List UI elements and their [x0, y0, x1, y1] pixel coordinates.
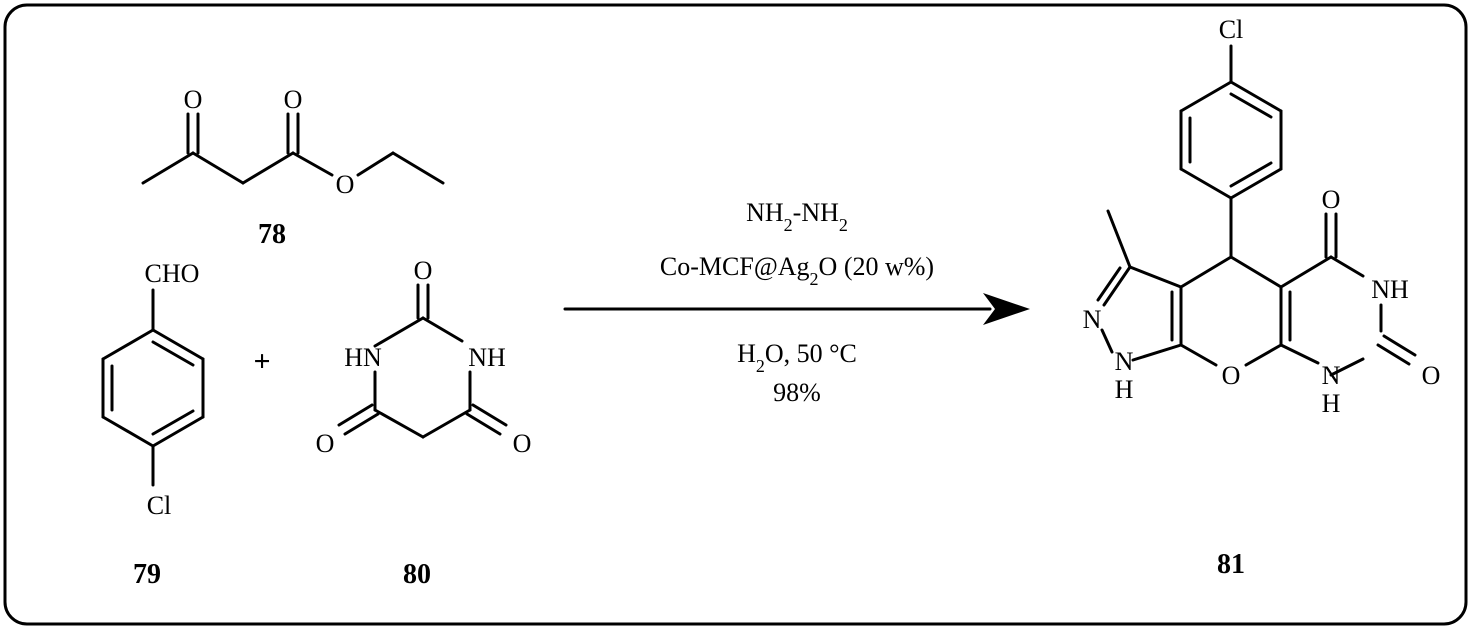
compound-78-structure: O O O [141, 85, 445, 199]
c80-right-nh: NH [468, 343, 506, 372]
c78-ketone-oxygen: O [184, 85, 203, 114]
compound-78-number: 78 [258, 219, 286, 250]
c81-lower-h: H [1322, 389, 1341, 418]
c81-top-oxygen: O [1322, 185, 1341, 214]
c79-aldehyde-label: CHO [145, 259, 200, 288]
solvent-temperature-label: H2O, 50 °C [737, 339, 857, 376]
c80-left-oxygen: O [316, 429, 335, 458]
compound-81-number: 81 [1217, 549, 1245, 580]
c81-upper-nh: NH [1371, 275, 1409, 304]
c78-carbonyl-oxygen: O [284, 85, 303, 114]
c81-pyrazole-n: N [1083, 305, 1102, 334]
plus-sign: + [253, 345, 270, 378]
c81-right-oxygen: O [1422, 361, 1441, 390]
compound-80-number: 80 [403, 559, 431, 590]
compound-79-structure: CHO Cl [101, 259, 205, 520]
compound-79-number: 79 [133, 559, 161, 590]
c81-pyrazole-nh: N [1115, 347, 1134, 376]
c80-top-oxygen: O [414, 256, 433, 285]
compound-80-structure: O HN NH O O [316, 256, 532, 458]
c80-left-nh: HN [344, 343, 382, 372]
c79-chlorine-label: Cl [147, 491, 172, 520]
compound-81-structure: Cl O NH O N H O N N H [1083, 15, 1441, 418]
c81-lower-n: N [1322, 361, 1341, 390]
reaction-arrow [563, 293, 1030, 325]
c80-right-oxygen: O [513, 429, 532, 458]
c81-chlorine-label: Cl [1219, 15, 1244, 44]
c81-pyrazole-h: H [1115, 375, 1134, 404]
c81-ring-oxygen: O [1222, 361, 1241, 390]
c78-ester-oxygen: O [336, 170, 355, 199]
scheme-frame [3, 3, 1468, 626]
yield-label: 98% [773, 378, 821, 407]
reagent-hydrazine: NH2-NH2 [746, 198, 848, 235]
catalyst-label: Co-MCF@Ag2O (20 w%) [660, 252, 934, 289]
